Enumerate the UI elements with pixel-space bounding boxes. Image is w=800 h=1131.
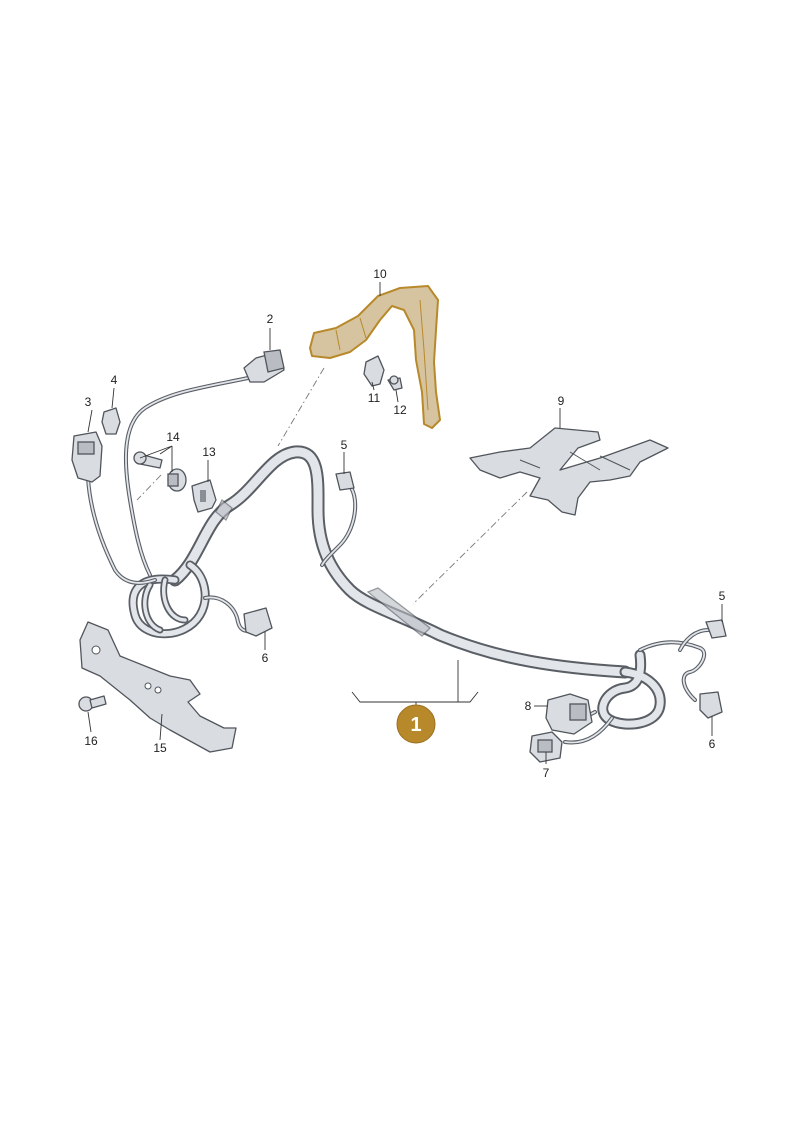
clip-11 <box>363 355 385 387</box>
label-7: 7 <box>543 766 550 780</box>
callout-part-1: 1 <box>396 704 436 744</box>
callout-number: 1 <box>410 714 421 736</box>
part-labels: 2 10 4 3 14 13 5 9 11 12 6 5 6 8 7 16 15 <box>84 267 725 780</box>
label-13: 13 <box>202 445 216 459</box>
label-6-right: 6 <box>709 737 716 751</box>
label-16: 16 <box>84 734 98 748</box>
label-4: 4 <box>111 373 118 387</box>
assembly-lines <box>136 367 528 605</box>
label-5-right: 5 <box>719 589 726 603</box>
connector-6-right <box>699 691 723 719</box>
bolt-14 <box>133 451 163 469</box>
label-8: 8 <box>525 699 532 713</box>
connector-2 <box>243 349 285 383</box>
connector-6-left <box>243 607 273 637</box>
label-6-left: 6 <box>262 651 269 665</box>
label-10: 10 <box>373 267 387 281</box>
main-wiring-harness <box>128 445 666 730</box>
connector-5-right <box>705 619 727 639</box>
label-15: 15 <box>153 741 167 755</box>
label-12: 12 <box>393 403 407 417</box>
nut-14 <box>167 468 187 492</box>
grommet-13 <box>191 479 217 513</box>
clip-4 <box>101 407 121 435</box>
label-11: 11 <box>368 391 381 405</box>
connector-8 <box>545 693 593 735</box>
connector-5-left <box>335 471 355 491</box>
leader-lines <box>87 282 723 764</box>
bracket-15 <box>79 621 237 753</box>
label-9: 9 <box>558 394 565 408</box>
bracket-9 <box>469 427 669 516</box>
sensor-3 <box>71 431 103 483</box>
label-3: 3 <box>85 395 92 409</box>
label-5-left: 5 <box>341 438 348 452</box>
bolt-16 <box>78 695 107 712</box>
connector-7 <box>529 731 563 763</box>
screw-12 <box>387 375 403 391</box>
bracket-10-highlighted <box>309 285 441 429</box>
label-2: 2 <box>267 312 274 326</box>
label-14: 14 <box>166 430 180 444</box>
